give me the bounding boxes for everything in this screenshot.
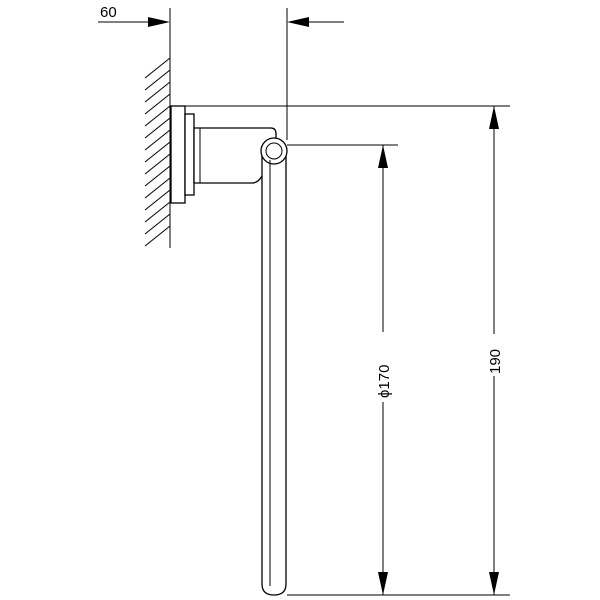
hatch-line [144, 69, 171, 91]
mounting-rosette [170, 105, 186, 204]
wall [144, 57, 171, 248]
hatch-line [144, 93, 171, 115]
diameter-label: ϕ170 [376, 365, 393, 398]
hatch-line [144, 57, 171, 79]
overall-height-dimension: 190 [185, 105, 510, 596]
diameter-arrow-bottom [378, 572, 388, 595]
diameter-arrow-top [378, 145, 388, 168]
mounting-plate [170, 105, 195, 204]
wall-hatching [144, 57, 171, 247]
hatch-line [144, 153, 171, 175]
hatch-line [144, 165, 171, 187]
ring-joint-inner [265, 142, 283, 160]
mounting-collar [184, 113, 195, 196]
hatch-line [144, 177, 171, 199]
ring-joint [260, 137, 288, 165]
height-label-gap [485, 334, 503, 376]
height-arrow-bottom [489, 572, 499, 595]
hatch-line [144, 213, 171, 235]
depth-label: 60 [100, 4, 117, 21]
hatch-line [144, 201, 171, 223]
depth-arrow-right [287, 17, 309, 27]
height-arrow-top [489, 106, 499, 129]
ring-diameter-dimension: ϕ170 [287, 144, 398, 596]
diameter-label-gap [374, 332, 392, 402]
ring-bar [261, 151, 287, 596]
hatch-line [144, 189, 171, 211]
hatch-line [144, 141, 171, 163]
hatch-line [144, 129, 171, 151]
depth-arrow-left [148, 17, 170, 27]
towel-ring [260, 137, 288, 596]
height-label: 190 [487, 349, 504, 374]
hatch-line [144, 105, 171, 127]
depth-dimension: 60 [98, 4, 344, 140]
hatch-line [144, 117, 171, 139]
hatch-line [144, 225, 171, 247]
hatch-line [144, 81, 171, 103]
